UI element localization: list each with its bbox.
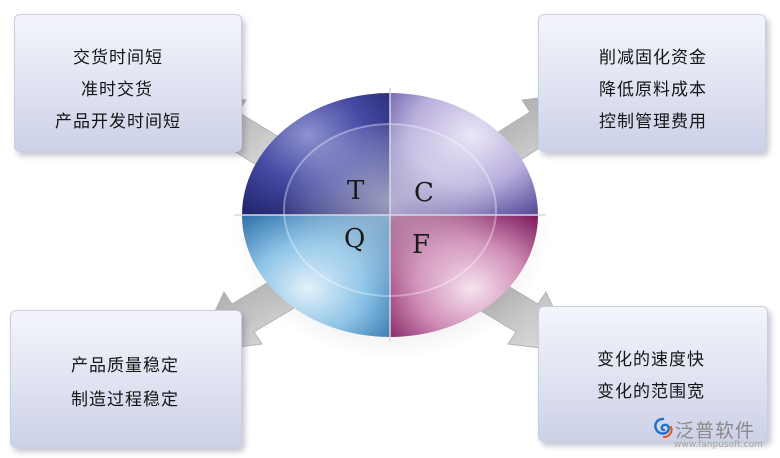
brand-logo: 泛普软件 www.fanpusoft.com	[652, 414, 774, 454]
box-quality-line-2: 制造过程稳定	[71, 390, 179, 410]
logo-swirl-icon	[654, 417, 673, 439]
logo-name: 泛普软件	[675, 420, 756, 442]
box-time-line-1: 交货时间短	[73, 48, 163, 68]
box-cost-line-1: 削减固化资金	[599, 48, 707, 68]
letter-t: T	[347, 176, 365, 206]
box-quality-line-1: 产品质量稳定	[71, 356, 179, 376]
letter-c: C	[414, 178, 434, 208]
box-time: 交货时间短 准时交货 产品开发时间短	[14, 14, 242, 152]
box-flexibility: 变化的速度快 变化的范围宽	[538, 306, 768, 442]
letter-q: Q	[344, 224, 366, 254]
box-cost: 削减固化资金 降低原料成本 控制管理费用	[538, 14, 766, 152]
box-flexibility-line-2: 变化的范围宽	[597, 382, 705, 402]
box-quality: 产品质量稳定 制造过程稳定	[10, 310, 242, 448]
box-cost-line-2: 降低原料成本	[599, 80, 707, 100]
letter-f: F	[412, 230, 431, 260]
box-time-line-2: 准时交货	[81, 80, 153, 100]
box-flexibility-line-1: 变化的速度快	[597, 350, 705, 370]
logo-url: www.fanpusoft.com	[674, 440, 763, 450]
box-cost-line-3: 控制管理费用	[599, 112, 707, 132]
box-time-line-3: 产品开发时间短	[55, 112, 181, 132]
